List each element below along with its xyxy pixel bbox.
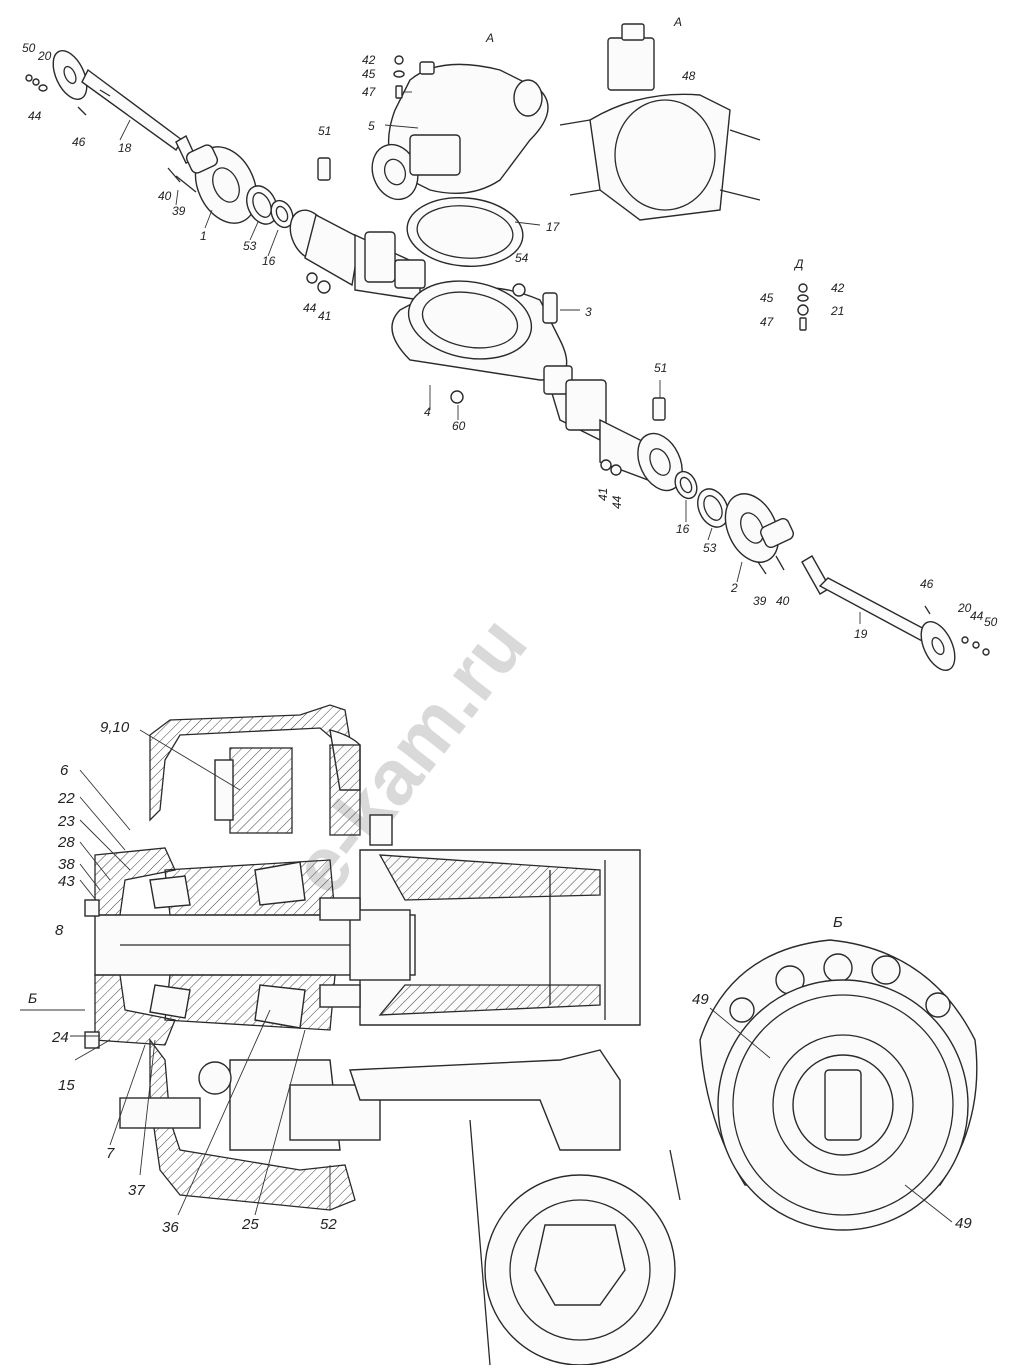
callout-60: 60	[452, 419, 466, 433]
callout-46-top: 46	[72, 135, 86, 149]
exploded-view	[25, 23, 990, 671]
callout-24: 24	[51, 1029, 69, 1046]
view-a-title: А	[673, 15, 682, 29]
callout-47-top: 47	[362, 85, 377, 99]
callout-38: 38	[58, 856, 75, 873]
callout-44-right: 44	[610, 495, 624, 509]
final-drive	[371, 61, 549, 201]
view-b-title: Б	[833, 914, 843, 931]
section-callouts: 9,10 6 22 23 28 38 43 8 24 15 7 37 36 25…	[51, 719, 972, 1236]
callout-2: 2	[730, 581, 738, 595]
leader-lines-section	[20, 729, 331, 1216]
callout-37: 37	[128, 1182, 145, 1199]
view-a-arrow-label: А	[485, 31, 494, 45]
callout-16-left: 16	[262, 254, 276, 268]
callout-45-d: 45	[760, 291, 774, 305]
callout-7: 7	[106, 1145, 115, 1162]
axle-housing	[289, 209, 683, 492]
callout-9-10: 9,10	[100, 719, 130, 736]
view-b-arrow-label: Б	[28, 990, 37, 1006]
callout-44-mid: 44	[303, 301, 317, 315]
hub-left	[167, 144, 258, 224]
view-labels: А А Д Б Б	[28, 15, 843, 1006]
callout-23: 23	[57, 813, 75, 830]
callout-28: 28	[57, 834, 75, 851]
callout-17: 17	[546, 220, 561, 234]
callout-18: 18	[118, 141, 132, 155]
callout-41-right: 41	[596, 488, 610, 501]
section-view	[84, 704, 681, 1366]
callout-54: 54	[515, 251, 529, 265]
callout-4: 4	[424, 405, 431, 419]
callout-52: 52	[320, 1216, 337, 1233]
callout-45-top: 45	[362, 67, 376, 81]
callout-44-far: 44	[970, 609, 984, 623]
view-a-detail	[559, 23, 761, 221]
callout-49-top: 49	[692, 991, 709, 1008]
callout-3: 3	[585, 305, 592, 319]
callout-39-right: 39	[753, 594, 767, 608]
callout-50-right: 50	[984, 615, 998, 629]
callout-25: 25	[241, 1216, 259, 1233]
callout-21: 21	[830, 304, 844, 318]
callout-39-left: 39	[172, 204, 186, 218]
view-b-detail	[699, 939, 978, 1231]
callout-20-right: 20	[957, 601, 972, 615]
callout-6: 6	[60, 762, 69, 779]
callout-43: 43	[58, 873, 75, 890]
callout-51-top: 51	[318, 124, 331, 138]
callout-50-top: 50	[22, 41, 36, 55]
callout-44-top: 44	[28, 109, 42, 123]
callout-40-left: 40	[158, 189, 172, 203]
callout-49-bottom: 49	[955, 1215, 972, 1232]
view-d-title: Д	[793, 257, 804, 271]
callout-42-d: 42	[831, 281, 845, 295]
callout-40-right: 40	[776, 594, 790, 608]
hub-right	[724, 493, 794, 563]
callout-15: 15	[58, 1077, 75, 1094]
callout-53-left: 53	[243, 239, 257, 253]
callout-labels: 50 20 44 46 18 40 39 1 53 16 51 44 41 42…	[22, 41, 998, 641]
callout-22: 22	[57, 790, 75, 807]
callout-20-top: 20	[37, 49, 52, 63]
callout-1: 1	[200, 229, 207, 243]
callout-48: 48	[682, 69, 696, 83]
callout-8: 8	[55, 922, 64, 939]
callout-19: 19	[854, 627, 868, 641]
callout-42-top: 42	[362, 53, 376, 67]
callout-46-right: 46	[920, 577, 934, 591]
callout-47-d: 47	[760, 315, 775, 329]
callout-5: 5	[368, 119, 375, 133]
callout-36: 36	[162, 1219, 179, 1236]
callout-41-mid: 41	[318, 309, 331, 323]
callout-51-right: 51	[654, 361, 667, 375]
axle-shaft-right	[801, 555, 956, 671]
leader-lines-top	[119, 91, 861, 624]
callout-53-right: 53	[703, 541, 717, 555]
callout-16-right: 16	[676, 522, 690, 536]
